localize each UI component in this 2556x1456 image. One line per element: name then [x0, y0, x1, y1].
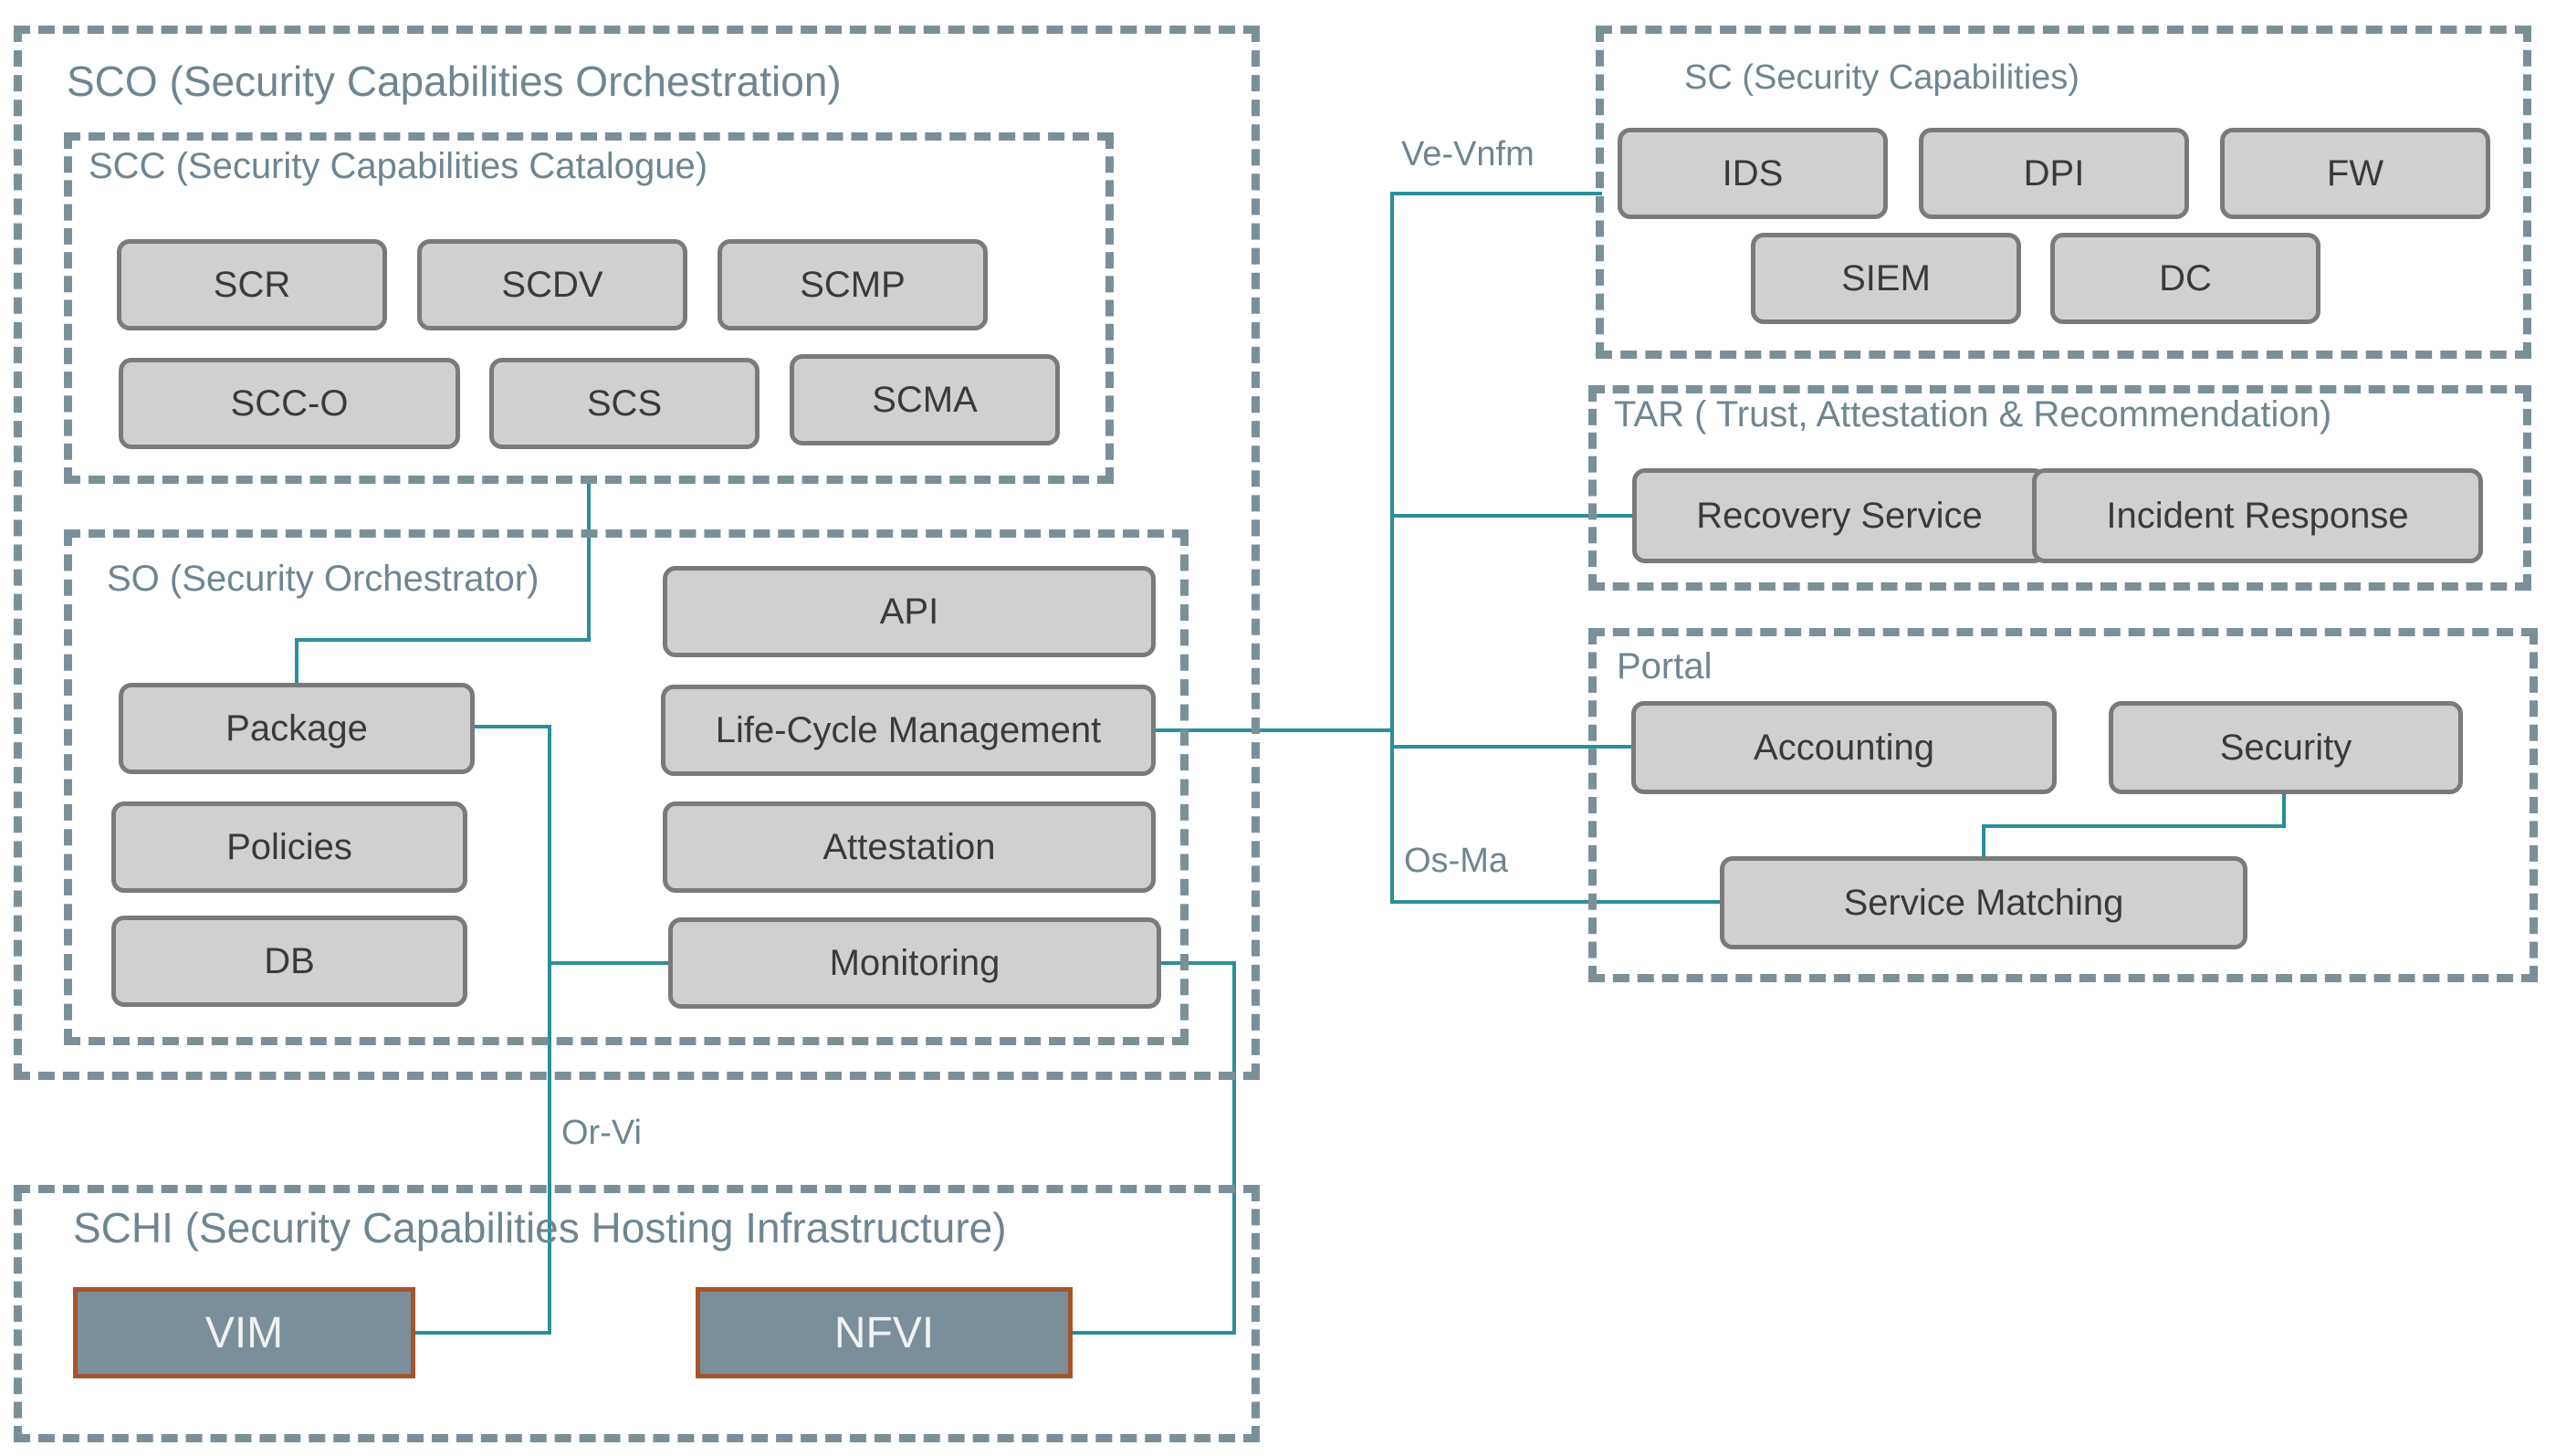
security-to-matching-link — [1982, 792, 2286, 858]
tar-title: TAR ( Trust, Attestation & Recommendatio… — [1614, 394, 2332, 435]
sc-item-dpi[interactable]: DPI — [1919, 128, 2189, 219]
scc-item-scma[interactable]: SCMA — [790, 354, 1060, 445]
policies-box[interactable]: Policies — [111, 801, 467, 893]
ve-vnfm-label: Ve-Vnfm — [1401, 135, 1535, 173]
sc-item-ids[interactable]: IDS — [1618, 128, 1888, 219]
incident-response-box[interactable]: Incident Response — [2032, 468, 2483, 563]
scc-item-scs[interactable]: SCS — [489, 358, 759, 449]
sc-group — [1596, 26, 2531, 359]
schi-title: SCHI (Security Capabilities Hosting Infr… — [73, 1204, 1007, 1252]
sc-item-siem[interactable]: SIEM — [1751, 233, 2021, 324]
or-vi-label: Or-Vi — [561, 1114, 642, 1152]
service-matching-box[interactable]: Service Matching — [1720, 856, 2247, 949]
portal-title: Portal — [1617, 646, 1713, 686]
sco-group — [14, 26, 1260, 1080]
portal-group — [1588, 628, 2538, 982]
os-ma-label: Os-Ma — [1404, 842, 1508, 880]
scc-item-scr[interactable]: SCR — [117, 239, 387, 330]
vim-box[interactable]: VIM — [73, 1287, 415, 1378]
scc-item-scmp[interactable]: SCMP — [718, 239, 988, 330]
so-title: SO (Security Orchestrator) — [107, 559, 539, 599]
ve-vnfm-link — [1390, 192, 1725, 904]
attestation-box[interactable]: Attestation — [663, 801, 1156, 893]
monitoring-box[interactable]: Monitoring — [668, 917, 1161, 1009]
accounting-box[interactable]: Accounting — [1631, 701, 2057, 794]
scc-to-package-link — [295, 482, 591, 686]
scc-group — [64, 132, 1114, 484]
scc-item-scc-o[interactable]: SCC-O — [119, 358, 460, 449]
recovery-service-box[interactable]: Recovery Service — [1632, 468, 2047, 563]
security-box[interactable]: Security — [2109, 701, 2463, 794]
api-box[interactable]: API — [663, 566, 1156, 657]
scc-title: SCC (Security Capabilities Catalogue) — [89, 146, 708, 186]
sc-item-dc[interactable]: DC — [2050, 233, 2320, 324]
package-box[interactable]: Package — [119, 683, 475, 774]
sco-title: SCO (Security Capabilities Orchestration… — [67, 58, 842, 105]
tar-group — [1588, 385, 2531, 591]
monitoring-to-nfvi-link — [1073, 961, 1236, 1335]
sc-item-fw[interactable]: FW — [2220, 128, 2490, 219]
schi-group — [14, 1185, 1260, 1442]
so-group — [64, 529, 1189, 1045]
scc-item-scdv[interactable]: SCDV — [417, 239, 687, 330]
sc-title: SC (Security Capabilities) — [1684, 58, 2079, 97]
nfvi-box[interactable]: NFVI — [696, 1287, 1073, 1378]
package-to-vim-link — [415, 725, 551, 1335]
lifecycle-management-box[interactable]: Life-Cycle Management — [661, 685, 1156, 776]
db-box[interactable]: DB — [111, 916, 467, 1007]
